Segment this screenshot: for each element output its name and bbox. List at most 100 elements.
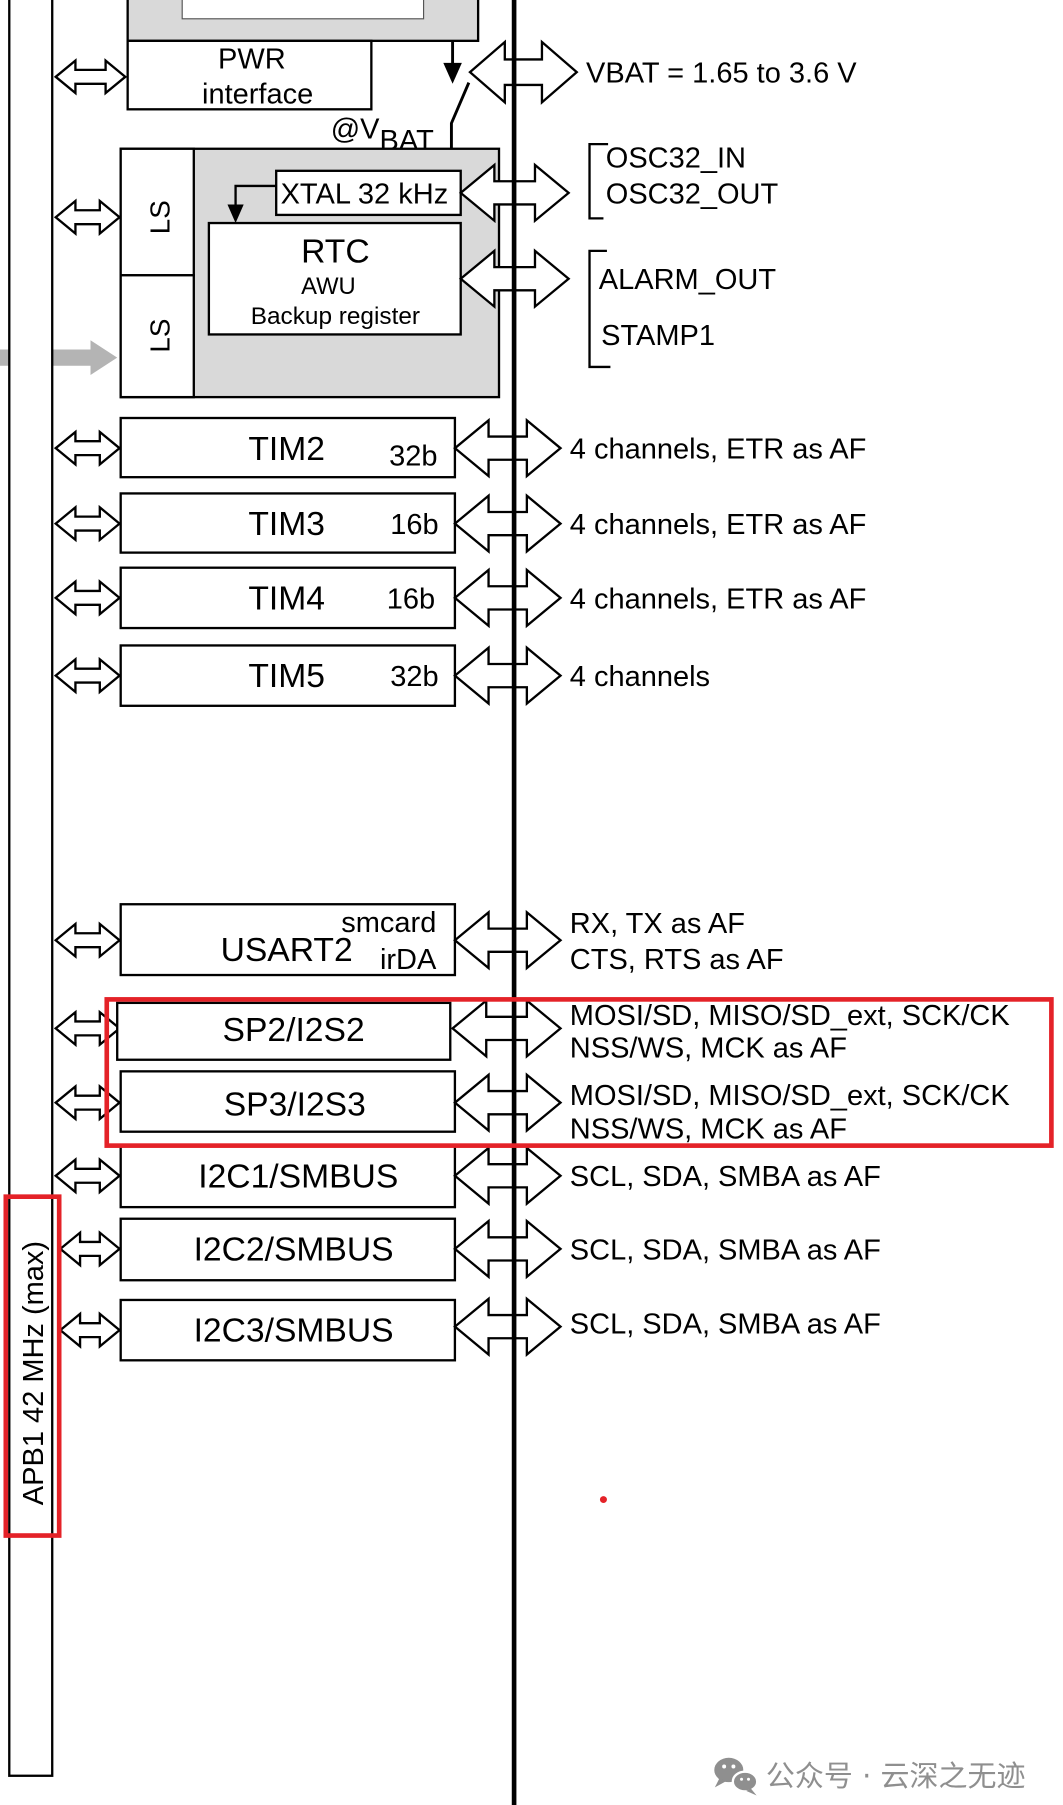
rtc-title: RTC — [301, 233, 370, 270]
i2c1-io-arrow — [453, 1145, 563, 1207]
usart2-signals-line2: CTS, RTS as AF — [570, 944, 784, 976]
spi3-signals-line2: NSS/WS, MCK as AF — [570, 1114, 847, 1146]
pwr-bus-arrow — [53, 58, 128, 96]
rtc-awu: AWU — [301, 273, 356, 300]
usart2-mode-irda: irDA — [380, 944, 437, 976]
rtc-backup-register: Backup register — [251, 303, 420, 330]
spi2-signals-line1: MOSI/SD, MISO/SD_ext, SCK/CK — [570, 1000, 1011, 1032]
watermark-text: 公众号 · 云深之无迹 — [766, 1759, 1026, 1793]
tim4-bits: 16b — [387, 583, 435, 615]
tim4-box — [119, 566, 457, 630]
usart2-label: USART2 — [221, 932, 353, 969]
i2c3-io-arrow — [453, 1296, 563, 1357]
backup-domain-input-arrow — [0, 340, 118, 376]
wechat-icon — [714, 1757, 759, 1796]
apb1-bus — [8, 0, 54, 1777]
tim4-label: TIM4 — [248, 580, 325, 617]
spi3-label: SP3/I2S3 — [224, 1086, 366, 1123]
ls-lower-box — [119, 274, 195, 399]
tim2-block: TIM2 32b 4 channels, ETR as AF — [53, 416, 867, 479]
spi2-io-arrow — [450, 998, 563, 1059]
xtal-to-rtc-arrowhead — [227, 204, 244, 224]
usart2-signals-line1: RX, TX as AF — [570, 908, 745, 940]
tim3-bus-arrow — [53, 504, 122, 543]
tim3-box — [119, 492, 457, 554]
i2c1-bus-arrow — [53, 1157, 122, 1195]
watermark: 公众号 · 云深之无迹 — [714, 1757, 1026, 1796]
i2c3-block: I2C3/SMBUS SCL, SDA, SMBA as AF — [58, 1296, 881, 1362]
osc32-out-pin: OSC32_OUT — [606, 178, 779, 210]
spi2-label: SP2/I2S2 — [223, 1012, 365, 1049]
i2c2-box — [119, 1217, 457, 1282]
tim5-signals: 4 channels — [570, 661, 710, 693]
pwr-interface-box — [126, 39, 373, 111]
tim2-signals: 4 channels, ETR as AF — [570, 434, 867, 466]
vbat-switch — [449, 82, 471, 149]
i2c2-label: I2C2/SMBUS — [194, 1232, 394, 1269]
bus-label-highlight-frame — [3, 1194, 62, 1538]
tim3-signals: 4 channels, ETR as AF — [570, 509, 867, 541]
ls-bus-arrow — [53, 198, 122, 236]
upper-block-window — [181, 0, 425, 20]
pwr-interface: PWR interface — [53, 39, 373, 111]
spi2-bus-arrow — [53, 1009, 122, 1048]
spi2-block: SP2/I2S2 MOSI/SD, MISO/SD_ext, SCK/CK NS… — [53, 998, 1011, 1064]
usart2-box — [119, 903, 457, 977]
spi-highlight-frame — [104, 997, 1054, 1148]
tim3-bits: 16b — [390, 509, 438, 541]
usart2-bus-arrow — [53, 921, 122, 959]
tim4-io-arrow — [453, 567, 563, 629]
stamp1-pin: STAMP1 — [601, 320, 715, 352]
spi2-signals-line2: NSS/WS, MCK as AF — [570, 1032, 847, 1064]
apb1-bus-label: APB1 42 MHz (max) — [18, 1241, 50, 1505]
tim2-label: TIM2 — [248, 431, 325, 468]
tim5-block: TIM5 32b 4 channels — [53, 644, 710, 707]
ls-upper-label: LS — [144, 200, 175, 234]
tim3-io-arrow — [453, 493, 563, 554]
vbat-prefix: @V — [331, 113, 380, 145]
ls-lower-label: LS — [144, 319, 175, 353]
tim4-block: TIM4 16b 4 channels, ETR as AF — [53, 566, 867, 630]
i2c1-box — [119, 1144, 457, 1209]
osc32-bracket — [588, 142, 609, 220]
usart2-mode-smcard: smcard — [341, 907, 436, 939]
i2c3-box — [119, 1298, 457, 1362]
tim2-box — [119, 416, 457, 479]
red-dot — [599, 1496, 607, 1504]
spi3-box — [119, 1070, 457, 1133]
tim5-bits: 32b — [390, 661, 438, 693]
i2c3-signals: SCL, SDA, SMBA as AF — [570, 1309, 881, 1341]
tim3-block: TIM3 16b 4 channels, ETR as AF — [53, 492, 867, 554]
i2c1-signals: SCL, SDA, SMBA as AF — [570, 1161, 881, 1193]
rtc-pins-bracket — [588, 249, 611, 369]
vbat-arrow — [468, 39, 579, 105]
pwr-subtitle: interface — [202, 79, 313, 111]
i2c3-bus-arrow — [58, 1311, 122, 1349]
spi2-box — [116, 1001, 452, 1061]
i2c2-bus-arrow — [58, 1230, 122, 1268]
alarm-out-pin: ALARM_OUT — [599, 264, 777, 296]
i2c2-block: I2C2/SMBUS SCL, SDA, SMBA as AF — [58, 1217, 881, 1282]
tim2-bus-arrow — [53, 429, 122, 467]
spi3-block: SP3/I2S3 MOSI/SD, MISO/SD_ext, SCK/CK NS… — [53, 1070, 1011, 1146]
i2c1-block: I2C1/SMBUS SCL, SDA, SMBA as AF — [53, 1144, 881, 1209]
usart2-block: smcard USART2 irDA RX, TX as AF CTS, RTS… — [53, 903, 784, 977]
usart2-io-arrow — [453, 909, 563, 971]
vbat-range: VBAT = 1.65 to 3.6 V — [586, 58, 857, 90]
spi3-io-arrow — [453, 1072, 563, 1134]
tim4-signals: 4 channels, ETR as AF — [570, 583, 867, 615]
vbat-supply-arrowhead — [443, 62, 462, 84]
osc32-in-pin: OSC32_IN — [606, 142, 746, 174]
i2c1-label: I2C1/SMBUS — [198, 1158, 398, 1195]
spi3-signals-line1: MOSI/SD, MISO/SD_ext, SCK/CK — [570, 1080, 1011, 1112]
xtal-box — [275, 169, 462, 217]
tim4-bus-arrow — [53, 579, 122, 617]
tim2-bits: 32b — [389, 441, 437, 473]
tim5-io-arrow — [453, 645, 563, 706]
xtal-to-rtc-line — [234, 184, 277, 207]
tim5-bus-arrow — [53, 656, 122, 695]
xtal-label: XTAL 32 kHz — [281, 178, 449, 210]
tim2-io-arrow — [453, 417, 563, 479]
pwr-title: PWR — [218, 44, 286, 76]
